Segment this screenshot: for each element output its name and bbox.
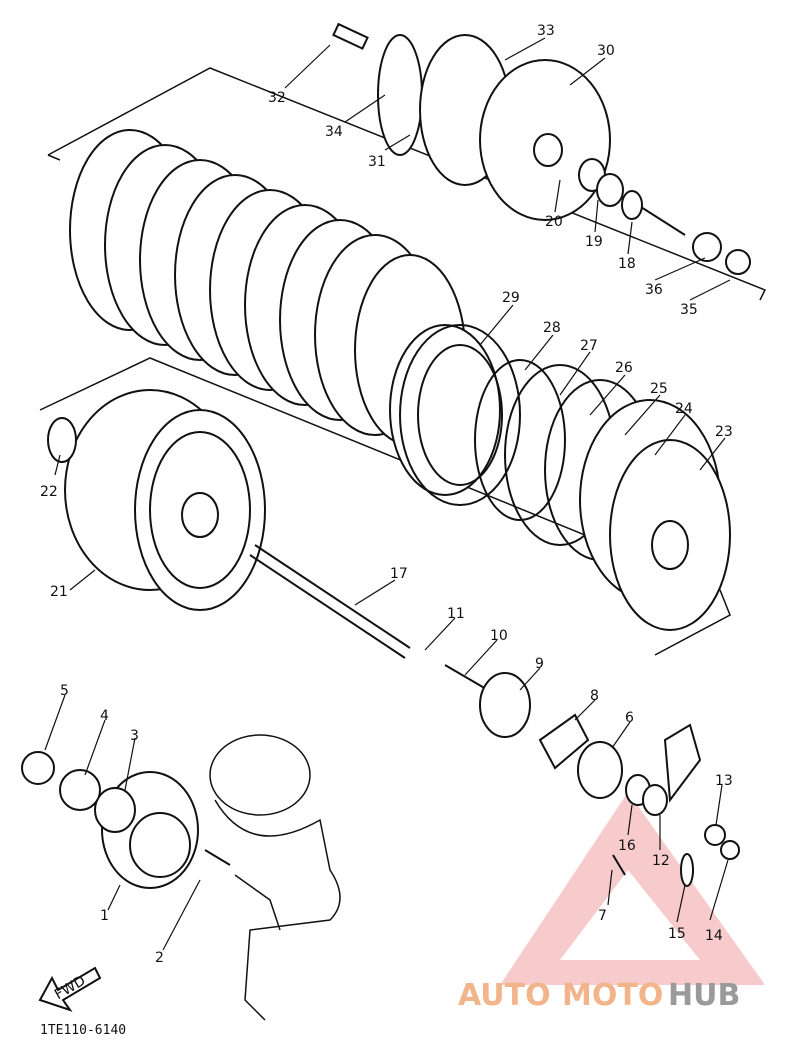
clutch-boss: [579, 399, 731, 631]
watermark-text: AUTO MOTO HUB: [458, 978, 740, 1013]
fwd-arrow: FWD: [38, 966, 102, 1012]
callout-33: 33: [537, 23, 555, 39]
callout-36: 36: [645, 282, 663, 298]
callout-31: 31: [368, 154, 386, 170]
clutch-housing: [47, 389, 266, 611]
callout-34: 34: [325, 124, 343, 140]
callout-8: 8: [590, 688, 599, 704]
callout-3: 3: [130, 728, 139, 744]
callout-4: 4: [100, 708, 109, 724]
callout-21: 21: [50, 584, 68, 600]
callout-12: 12: [652, 853, 670, 869]
watermark-moto: MOTO: [562, 978, 663, 1013]
callout-17: 17: [390, 566, 408, 582]
callout-32: 32: [268, 90, 286, 106]
callout-14: 14: [705, 928, 723, 944]
push-rod-long: [249, 544, 411, 659]
callout-20: 20: [545, 214, 563, 230]
callout-labels: 1 2 3 4 5 6 7 8 9 10 11 12 13 14 15 16 1…: [40, 23, 733, 966]
reference-code: 1TE110-6140: [40, 1023, 126, 1038]
callout-9: 9: [535, 656, 544, 672]
callout-5: 5: [60, 683, 69, 699]
release-mechanism: [444, 664, 740, 887]
callout-35: 35: [680, 302, 698, 318]
watermark-auto: AUTO: [458, 978, 551, 1013]
callout-16: 16: [618, 838, 636, 854]
callout-11: 11: [447, 606, 465, 622]
callout-29: 29: [502, 290, 520, 306]
callout-26: 26: [615, 360, 633, 376]
callout-1: 1: [100, 908, 109, 924]
callout-22: 22: [40, 484, 58, 500]
pressure-plate: [332, 22, 624, 221]
callout-19: 19: [585, 234, 603, 250]
callout-25: 25: [650, 381, 668, 397]
callout-24: 24: [675, 401, 693, 417]
crankshaft-outline: [209, 734, 341, 1021]
callout-30: 30: [597, 43, 615, 59]
push-rod-assembly: [621, 190, 751, 275]
callout-10: 10: [490, 628, 508, 644]
watermark-triangle: [500, 792, 765, 985]
callout-7: 7: [598, 908, 607, 924]
callout-6: 6: [625, 710, 634, 726]
callout-2: 2: [155, 950, 164, 966]
callout-27: 27: [580, 338, 598, 354]
watermark-hub: HUB: [668, 978, 740, 1013]
callout-13: 13: [715, 773, 733, 789]
fwd-label: FWD: [52, 973, 88, 1003]
callout-18: 18: [618, 256, 636, 272]
leader-lines: [44, 37, 731, 951]
callout-23: 23: [715, 424, 733, 440]
callout-28: 28: [543, 320, 561, 336]
clutch-plates-stack: [69, 129, 501, 496]
callout-15: 15: [668, 926, 686, 942]
primary-drive-gear: [21, 751, 231, 889]
